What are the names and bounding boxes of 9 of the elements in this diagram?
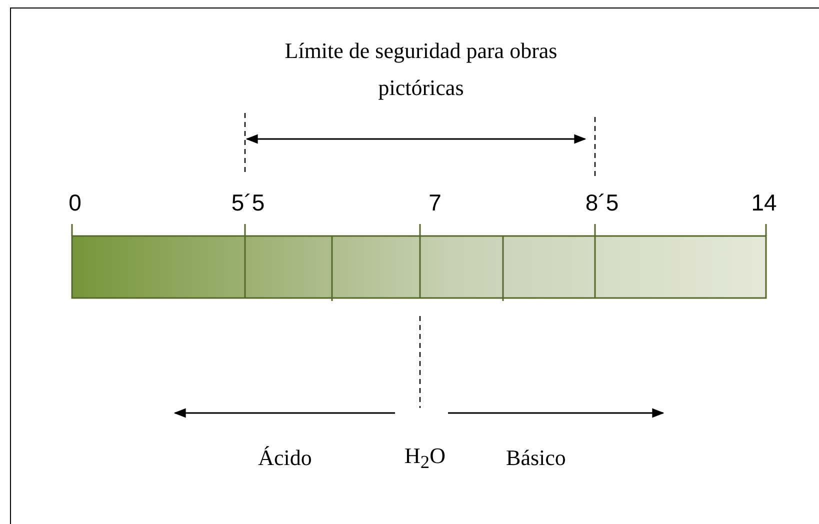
scale-label: Básico	[506, 445, 566, 471]
range-title: Límite de seguridad para obras pictóricas	[284, 37, 558, 102]
scale-label: Ácido	[258, 445, 312, 471]
scale-value: 8´5	[585, 190, 619, 216]
scale-label: H$_{2}$O	[404, 442, 446, 474]
scale-value: 5´5	[231, 190, 265, 216]
scale-value: 14	[751, 190, 777, 216]
scale-value: 7	[428, 190, 442, 216]
scale-value: 0	[68, 190, 82, 216]
